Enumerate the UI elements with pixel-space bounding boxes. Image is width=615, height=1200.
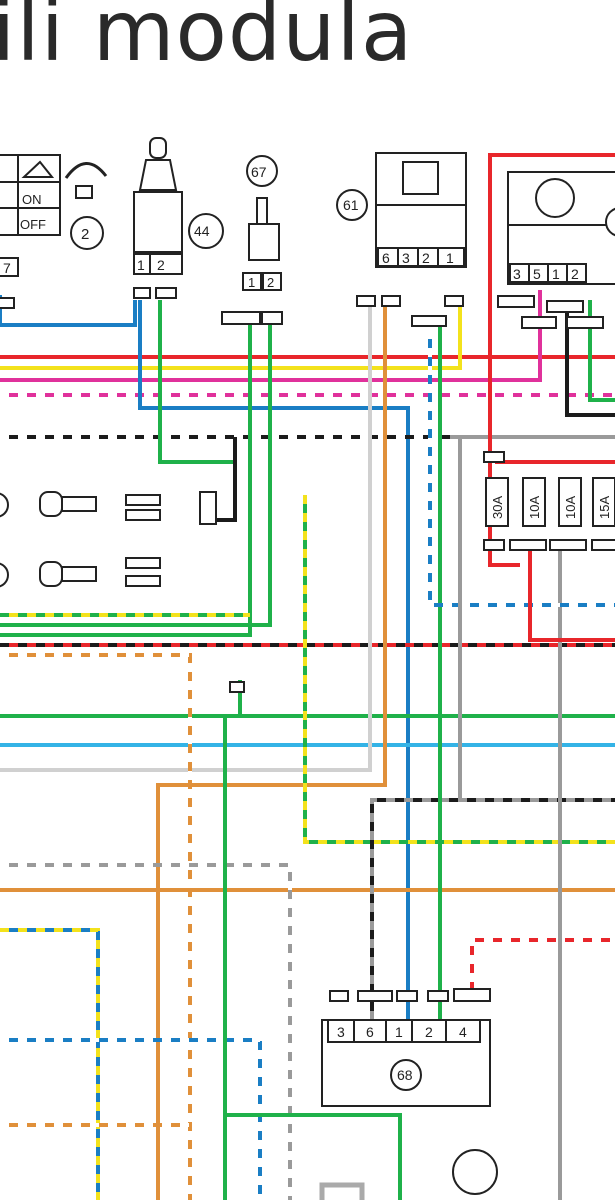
component-67 — [221, 155, 283, 325]
pin-label: 2 — [157, 257, 165, 273]
wire-green — [223, 716, 402, 1200]
wire-stripe — [428, 330, 615, 607]
fuse-box — [483, 451, 615, 551]
fan-relay — [497, 171, 615, 329]
pin-label: 6 — [366, 1024, 374, 1040]
component-number-61: 61 — [343, 197, 359, 213]
pin-label: 1 — [137, 257, 145, 273]
wire-stripe — [0, 1038, 262, 1200]
wire-red — [488, 153, 615, 567]
fuse-10a: 10A — [527, 496, 542, 519]
wire-blue — [428, 330, 615, 607]
pin-label: 1 — [395, 1024, 403, 1040]
pin-label: 1 — [552, 266, 560, 282]
component-number-44: 44 — [194, 223, 210, 239]
component-number-67: 67 — [251, 164, 267, 180]
pin-label: 1 — [446, 250, 454, 266]
wire-blue — [0, 295, 410, 1020]
pin-label: 2 — [425, 1024, 433, 1040]
pin-label: 6 — [382, 250, 390, 266]
switch-on-label: ON — [22, 192, 42, 207]
pin-label: 2 — [422, 250, 430, 266]
component-number-68: 68 — [397, 1067, 413, 1083]
component-44 — [133, 137, 224, 299]
pin-label: 3 — [402, 250, 410, 266]
wire-yellow — [0, 300, 462, 370]
wire-orange — [156, 300, 387, 1200]
wire-blue — [0, 928, 100, 1200]
wire-gray — [0, 863, 292, 1200]
pin-label: 2 — [267, 275, 274, 290]
fuse-15a: 15A — [597, 496, 612, 519]
component-68 — [321, 988, 491, 1107]
wire-stripe — [0, 928, 100, 1200]
wire-stripe — [0, 653, 192, 1200]
wire-green — [0, 320, 272, 637]
wire-stripe — [370, 798, 615, 1020]
pin-label: 2 — [571, 266, 579, 282]
wire-stripe — [303, 495, 615, 844]
wire-stripe — [470, 938, 615, 1000]
switch-off-label: OFF — [20, 217, 46, 232]
pin-label: 3 — [513, 266, 521, 282]
pin-label: 7 — [3, 260, 11, 276]
fan-icon — [535, 178, 575, 218]
wire-lightgray — [0, 305, 372, 772]
ignition-switch — [0, 154, 108, 309]
lock-icon — [75, 185, 93, 199]
wire-black — [565, 300, 615, 417]
page-title: ili modula — [0, 0, 414, 80]
pin-label: 3 — [337, 1024, 345, 1040]
arc-arrow-icon — [64, 162, 108, 179]
wire-blue — [0, 1038, 262, 1200]
fuse-30a: 30A — [490, 496, 505, 519]
bottom-component — [319, 1149, 498, 1200]
wires — [0, 153, 615, 1200]
wire-orange — [0, 653, 192, 1200]
sensor-plugs — [0, 491, 245, 693]
wire-green — [588, 300, 615, 402]
wire-red — [495, 460, 615, 642]
pin-label: 4 — [459, 1024, 467, 1040]
pin-label: 5 — [533, 266, 541, 282]
warning-triangle-icon — [21, 160, 55, 178]
headlight-icon — [402, 161, 439, 195]
component-number-2: 2 — [81, 226, 89, 243]
wire-stripe — [0, 863, 292, 1200]
wire-red — [470, 938, 615, 1000]
fuse-10a: 10A — [563, 496, 578, 519]
component-61 — [336, 152, 467, 327]
pin-label: 1 — [248, 275, 255, 290]
